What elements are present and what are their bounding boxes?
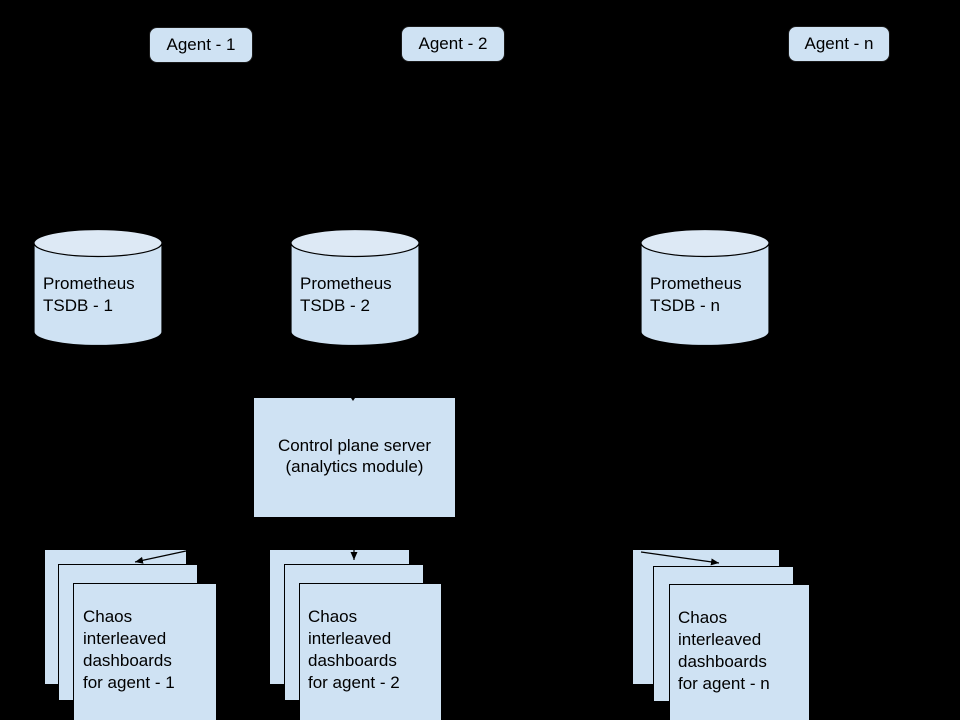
cylinder-top: [290, 228, 420, 258]
dashboards-n-label: Chaos interleaved dashboards for agent -…: [678, 608, 770, 693]
cylinder-top: [33, 228, 163, 258]
tsdb-2-label: Prometheus TSDB - 2: [300, 274, 392, 315]
dashboards-n-card-front: [669, 584, 810, 720]
agent-1-label: Agent - 1: [166, 35, 236, 54]
tsdb-1-label: Prometheus TSDB - 1: [43, 274, 135, 315]
agent-2-label: Agent - 2: [418, 34, 488, 53]
control-plane-label: Control plane server (analytics module): [277, 436, 432, 476]
cylinder-top: [640, 228, 770, 258]
dashboards-1-card-front: [73, 583, 217, 720]
agent-1-box: Agent - 1: [149, 27, 253, 63]
dashboards-2-label: Chaos interleaved dashboards for agent -…: [308, 607, 400, 692]
agent-n-box: Agent - n: [788, 26, 890, 62]
dashboards-2-card-front: [299, 583, 442, 720]
agent-n-label: Agent - n: [804, 34, 874, 53]
tsdb-n-label: Prometheus TSDB - n: [650, 274, 742, 315]
dashboards-1-label: Chaos interleaved dashboards for agent -…: [83, 607, 175, 692]
control-plane-box: [254, 398, 455, 517]
agent-2-box: Agent - 2: [401, 26, 505, 62]
